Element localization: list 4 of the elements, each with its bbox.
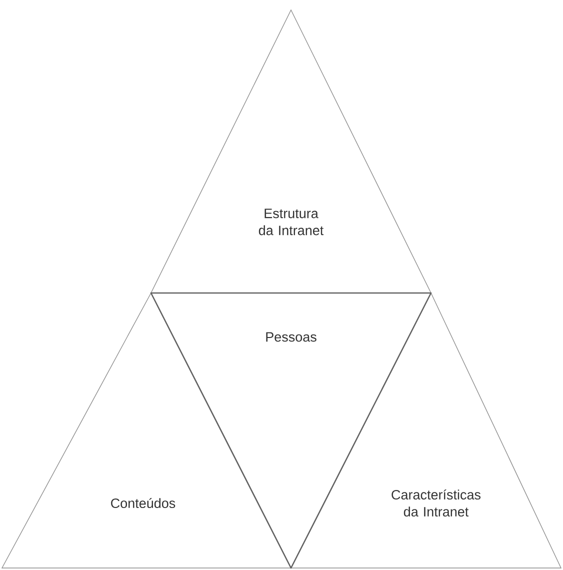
segment-label: Pessoas (266, 332, 316, 342)
segment-label: Características da Intranet (392, 489, 481, 517)
segment-label: Estrutura da Intranet (258, 208, 324, 236)
segment-label: Conteúdos (111, 498, 176, 508)
